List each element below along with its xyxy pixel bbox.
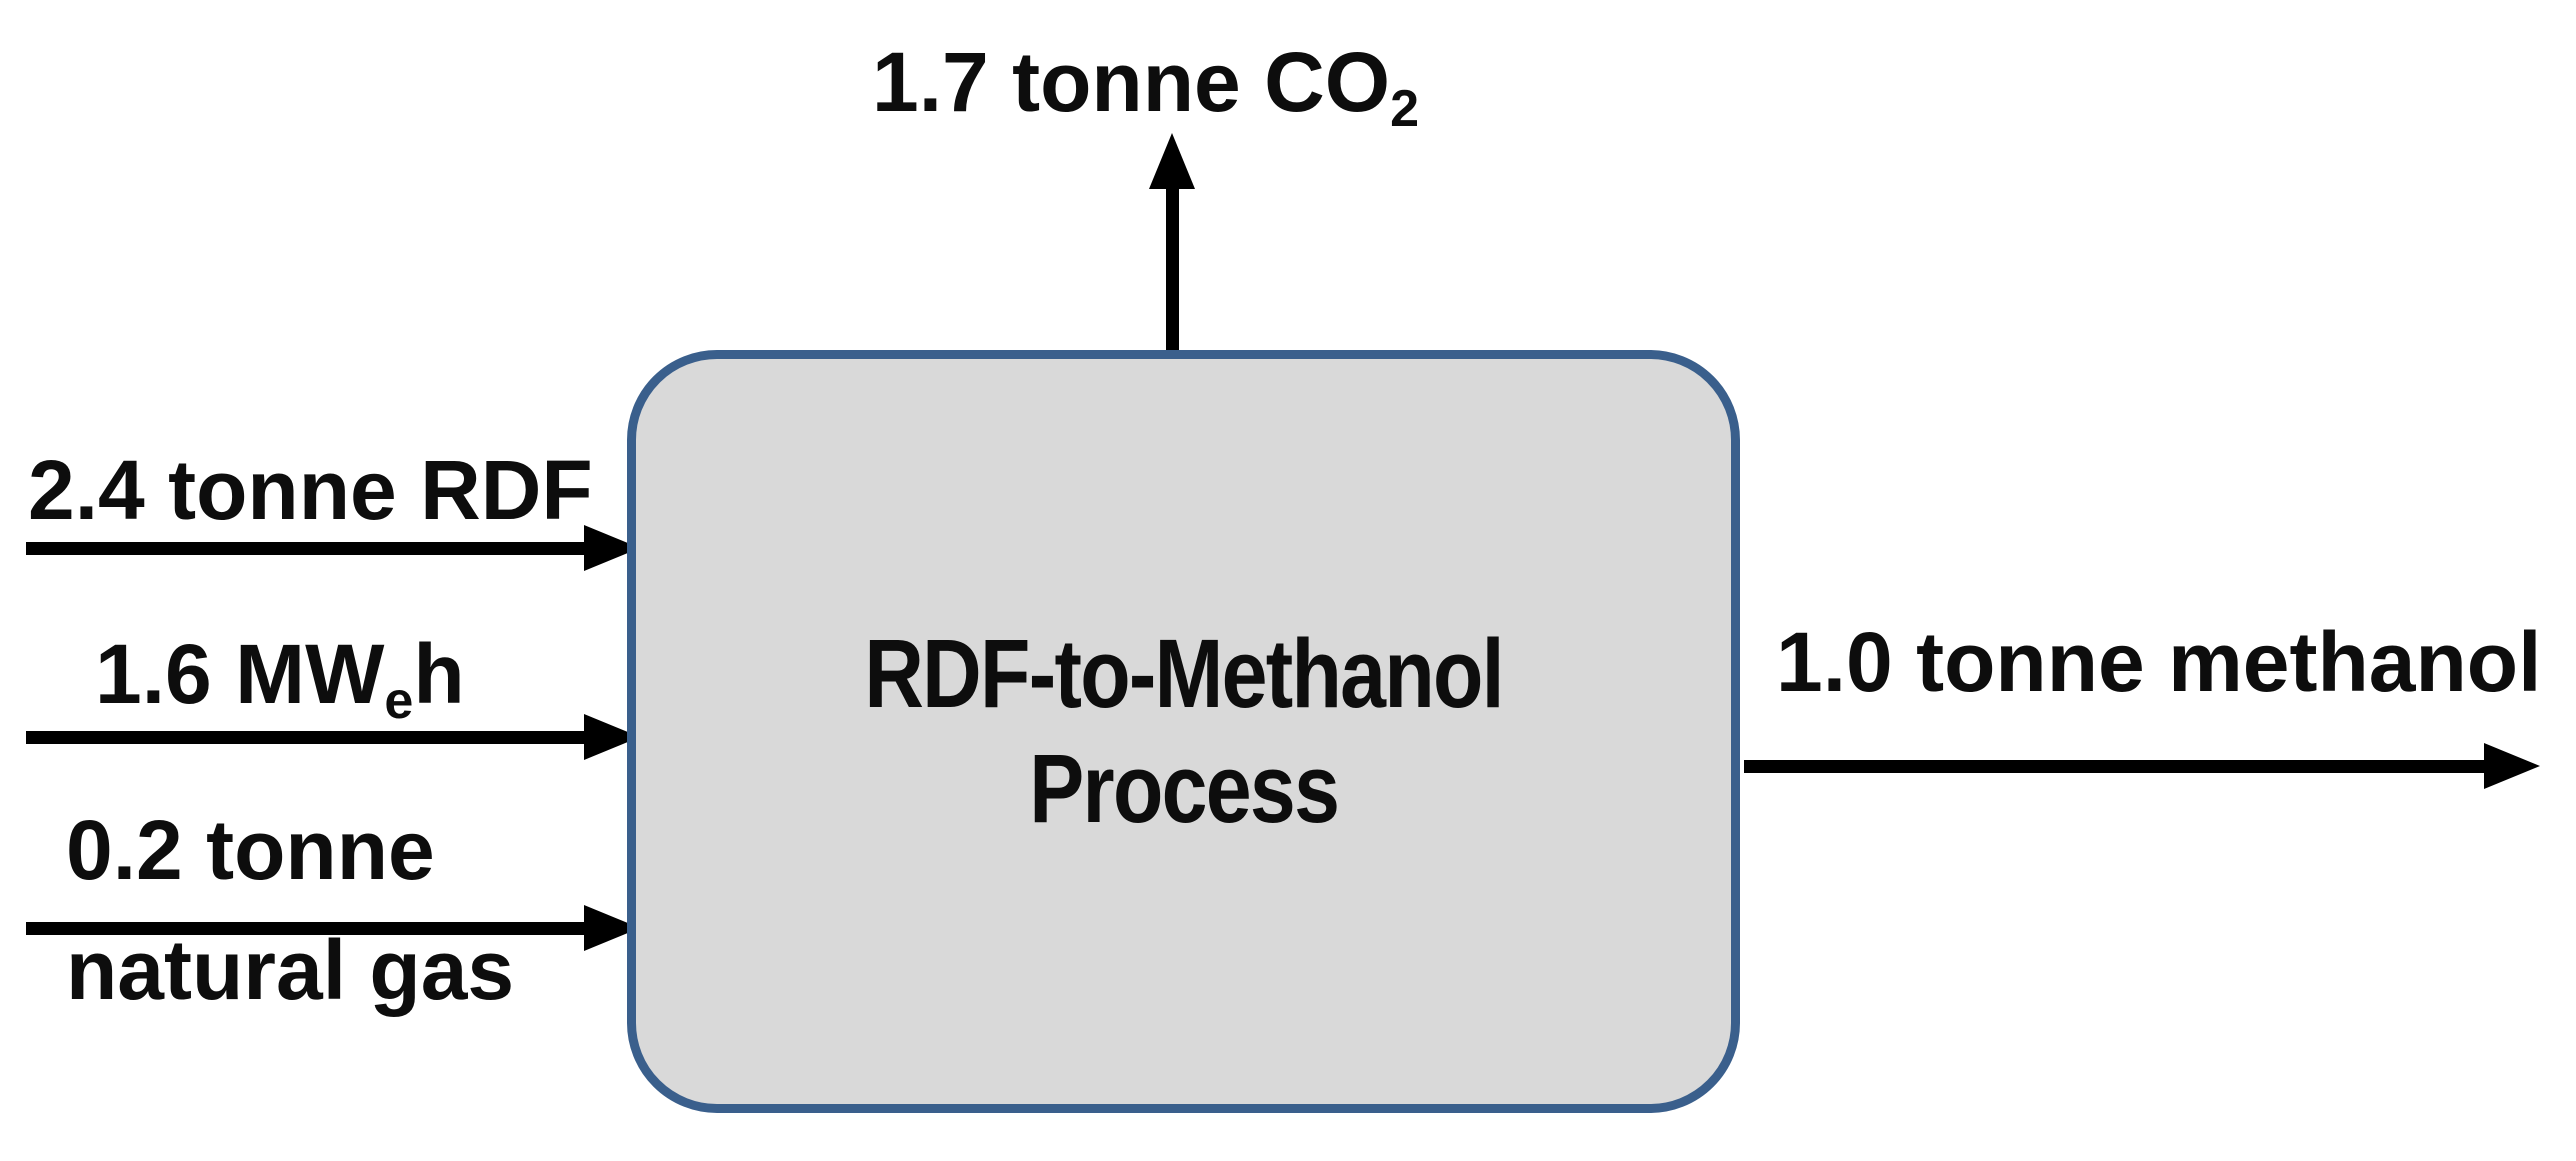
arrow-head xyxy=(1149,133,1195,189)
co2-output-label: 1.7 tonne CO2 xyxy=(872,40,1419,135)
process-box: RDF-to-Methanol Process xyxy=(627,350,1740,1113)
process-title-line1: RDF-to-Methanol xyxy=(864,619,1504,729)
co2-output-arrow xyxy=(1149,133,1195,352)
natural-gas-label-line2-text: natural gas xyxy=(66,923,515,1017)
electricity-label-prefix: 1.6 MW xyxy=(95,627,385,721)
natural-gas-input-label-line1: 0.2 tonne xyxy=(66,808,435,892)
arrow-shaft xyxy=(26,921,584,935)
arrow-shaft xyxy=(26,541,584,555)
methanol-output-label: 1.0 tonne methanol xyxy=(1776,620,2541,704)
electricity-input-label: 1.6 MWeh xyxy=(95,632,465,727)
arrow-shaft xyxy=(26,730,584,744)
arrow-head xyxy=(2484,743,2540,789)
methanol-output-label-text: 1.0 tonne methanol xyxy=(1776,615,2542,709)
rdf-input-label: 2.4 tonne RDF xyxy=(28,448,593,532)
natural-gas-input-label-line2: natural gas xyxy=(66,928,514,1012)
arrow-shaft xyxy=(1165,189,1179,352)
electricity-input-arrow xyxy=(26,714,640,760)
electricity-subscript: e xyxy=(384,671,414,730)
rdf-input-arrow xyxy=(26,525,640,571)
rdf-input-label-text: 2.4 tonne RDF xyxy=(28,443,593,537)
natural-gas-label-line1-text: 0.2 tonne xyxy=(66,803,435,897)
co2-subscript: 2 xyxy=(1390,79,1420,138)
methanol-output-arrow xyxy=(1744,743,2540,789)
arrow-shaft xyxy=(1744,759,2484,773)
co2-output-label-text: 1.7 tonne CO xyxy=(872,35,1391,129)
electricity-label-suffix: h xyxy=(413,627,465,721)
process-title-line2: Process xyxy=(1029,733,1340,843)
